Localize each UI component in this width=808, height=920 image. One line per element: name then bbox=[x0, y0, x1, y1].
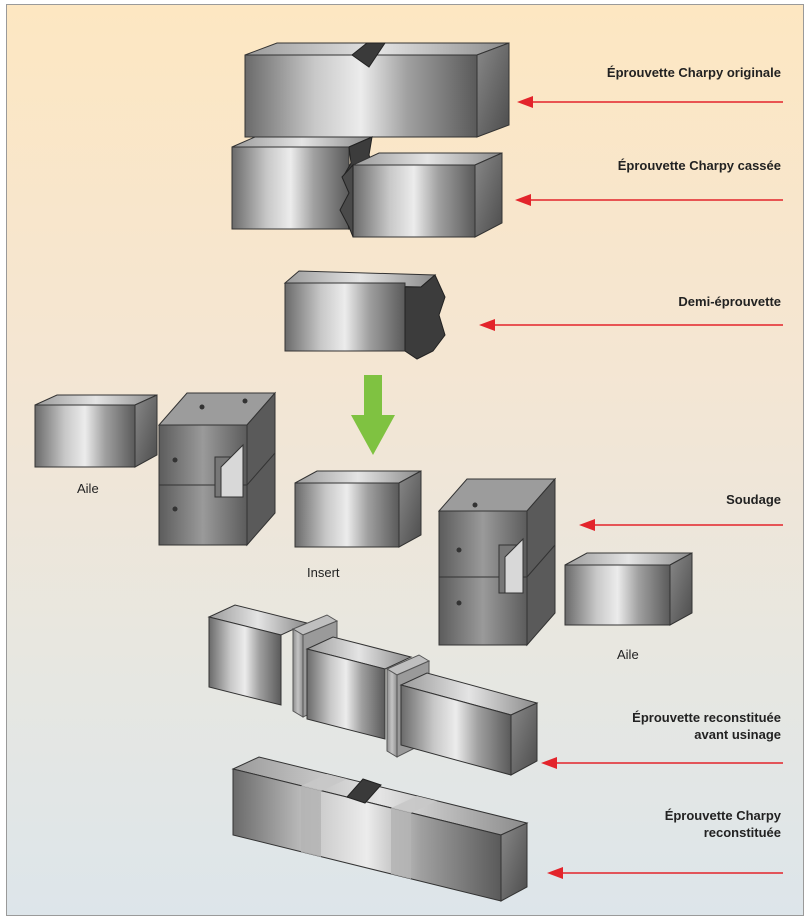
broken-specimen bbox=[231, 136, 503, 238]
original-specimen bbox=[244, 42, 510, 138]
insert-block bbox=[294, 470, 422, 548]
label-reconstituted-before-line1: Éprouvette reconstituée bbox=[632, 710, 781, 725]
label-broken: Éprouvette Charpy cassée bbox=[617, 158, 781, 173]
reconstituted-before-machining bbox=[207, 604, 539, 776]
left-wing-block bbox=[34, 394, 158, 468]
label-wing-left: Aile bbox=[77, 481, 99, 496]
right-welding-frame bbox=[437, 477, 557, 647]
red-arrows bbox=[479, 96, 783, 879]
label-wing-right: Aile bbox=[617, 647, 639, 662]
label-reconstituted-line1: Éprouvette Charpy bbox=[664, 808, 781, 823]
label-half: Demi-éprouvette bbox=[678, 294, 781, 309]
label-reconstituted-before: Éprouvette reconstituée avant usinage bbox=[632, 709, 781, 743]
label-insert: Insert bbox=[307, 565, 340, 580]
diagram-frame: Éprouvette Charpy originale Éprouvette C… bbox=[6, 4, 804, 916]
label-reconstituted: Éprouvette Charpy reconstituée bbox=[665, 807, 781, 841]
label-original: Éprouvette Charpy originale bbox=[606, 65, 781, 80]
left-welding-frame bbox=[157, 391, 277, 547]
reconstituted-charpy bbox=[231, 756, 529, 902]
label-reconstituted-before-line2: avant usinage bbox=[694, 727, 781, 742]
diagram-artwork bbox=[34, 42, 783, 902]
right-wing-block bbox=[564, 552, 693, 626]
half-specimen bbox=[283, 270, 446, 360]
green-down-arrow bbox=[351, 375, 395, 455]
label-reconstituted-line2: reconstituée bbox=[703, 825, 781, 840]
label-welding: Soudage bbox=[726, 492, 781, 507]
